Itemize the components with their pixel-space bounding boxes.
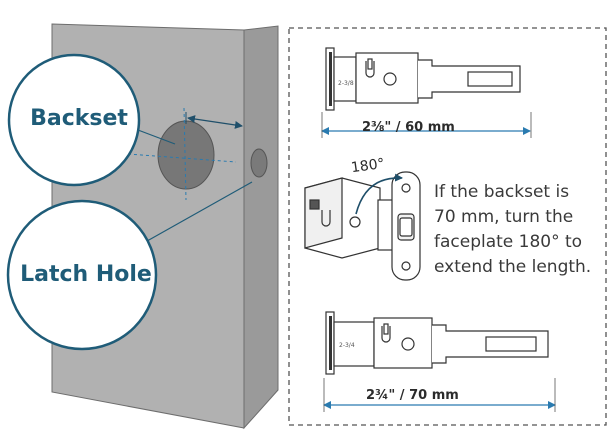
latch-hole-circle [6,199,158,351]
note-line: If the backset is [434,182,570,202]
latch-mark-top: 2-3/8 [338,80,354,87]
callout-latch-hole [6,181,253,351]
instruction-panel-border [288,27,607,426]
dimension-60mm-label: 2⅜" / 60 mm [362,120,455,135]
note-line: 70 mm, turn the [434,207,574,227]
callout-backset [7,53,176,187]
latch-leader-line [139,181,253,246]
latch-rotating [304,171,421,281]
backset-instruction-note: If the backset is 70 mm, turn the facepl… [434,180,614,280]
latch-hole [250,148,268,178]
backset-circle [7,53,141,187]
dimension-70mm [323,378,556,412]
backset-arrow [187,115,243,129]
note-line: extend the length. [434,257,592,277]
crosshair-horizontal [127,153,237,163]
latch-60mm [325,47,521,111]
backset-leader-line [137,129,176,145]
note-line: faceplate 180° to [434,232,583,252]
door-edge [243,25,279,430]
latch-70mm [325,311,549,375]
latch-mark-bottom: 2-3/4 [339,342,355,349]
dimension-60mm [321,112,532,138]
backset-label: Backset [30,106,128,131]
dimension-70mm-label: 2¾" / 70 mm [366,388,459,403]
rotation-arrow [355,173,403,215]
backset-hole [157,120,215,190]
latch-hole-label: Latch Hole [20,262,152,287]
